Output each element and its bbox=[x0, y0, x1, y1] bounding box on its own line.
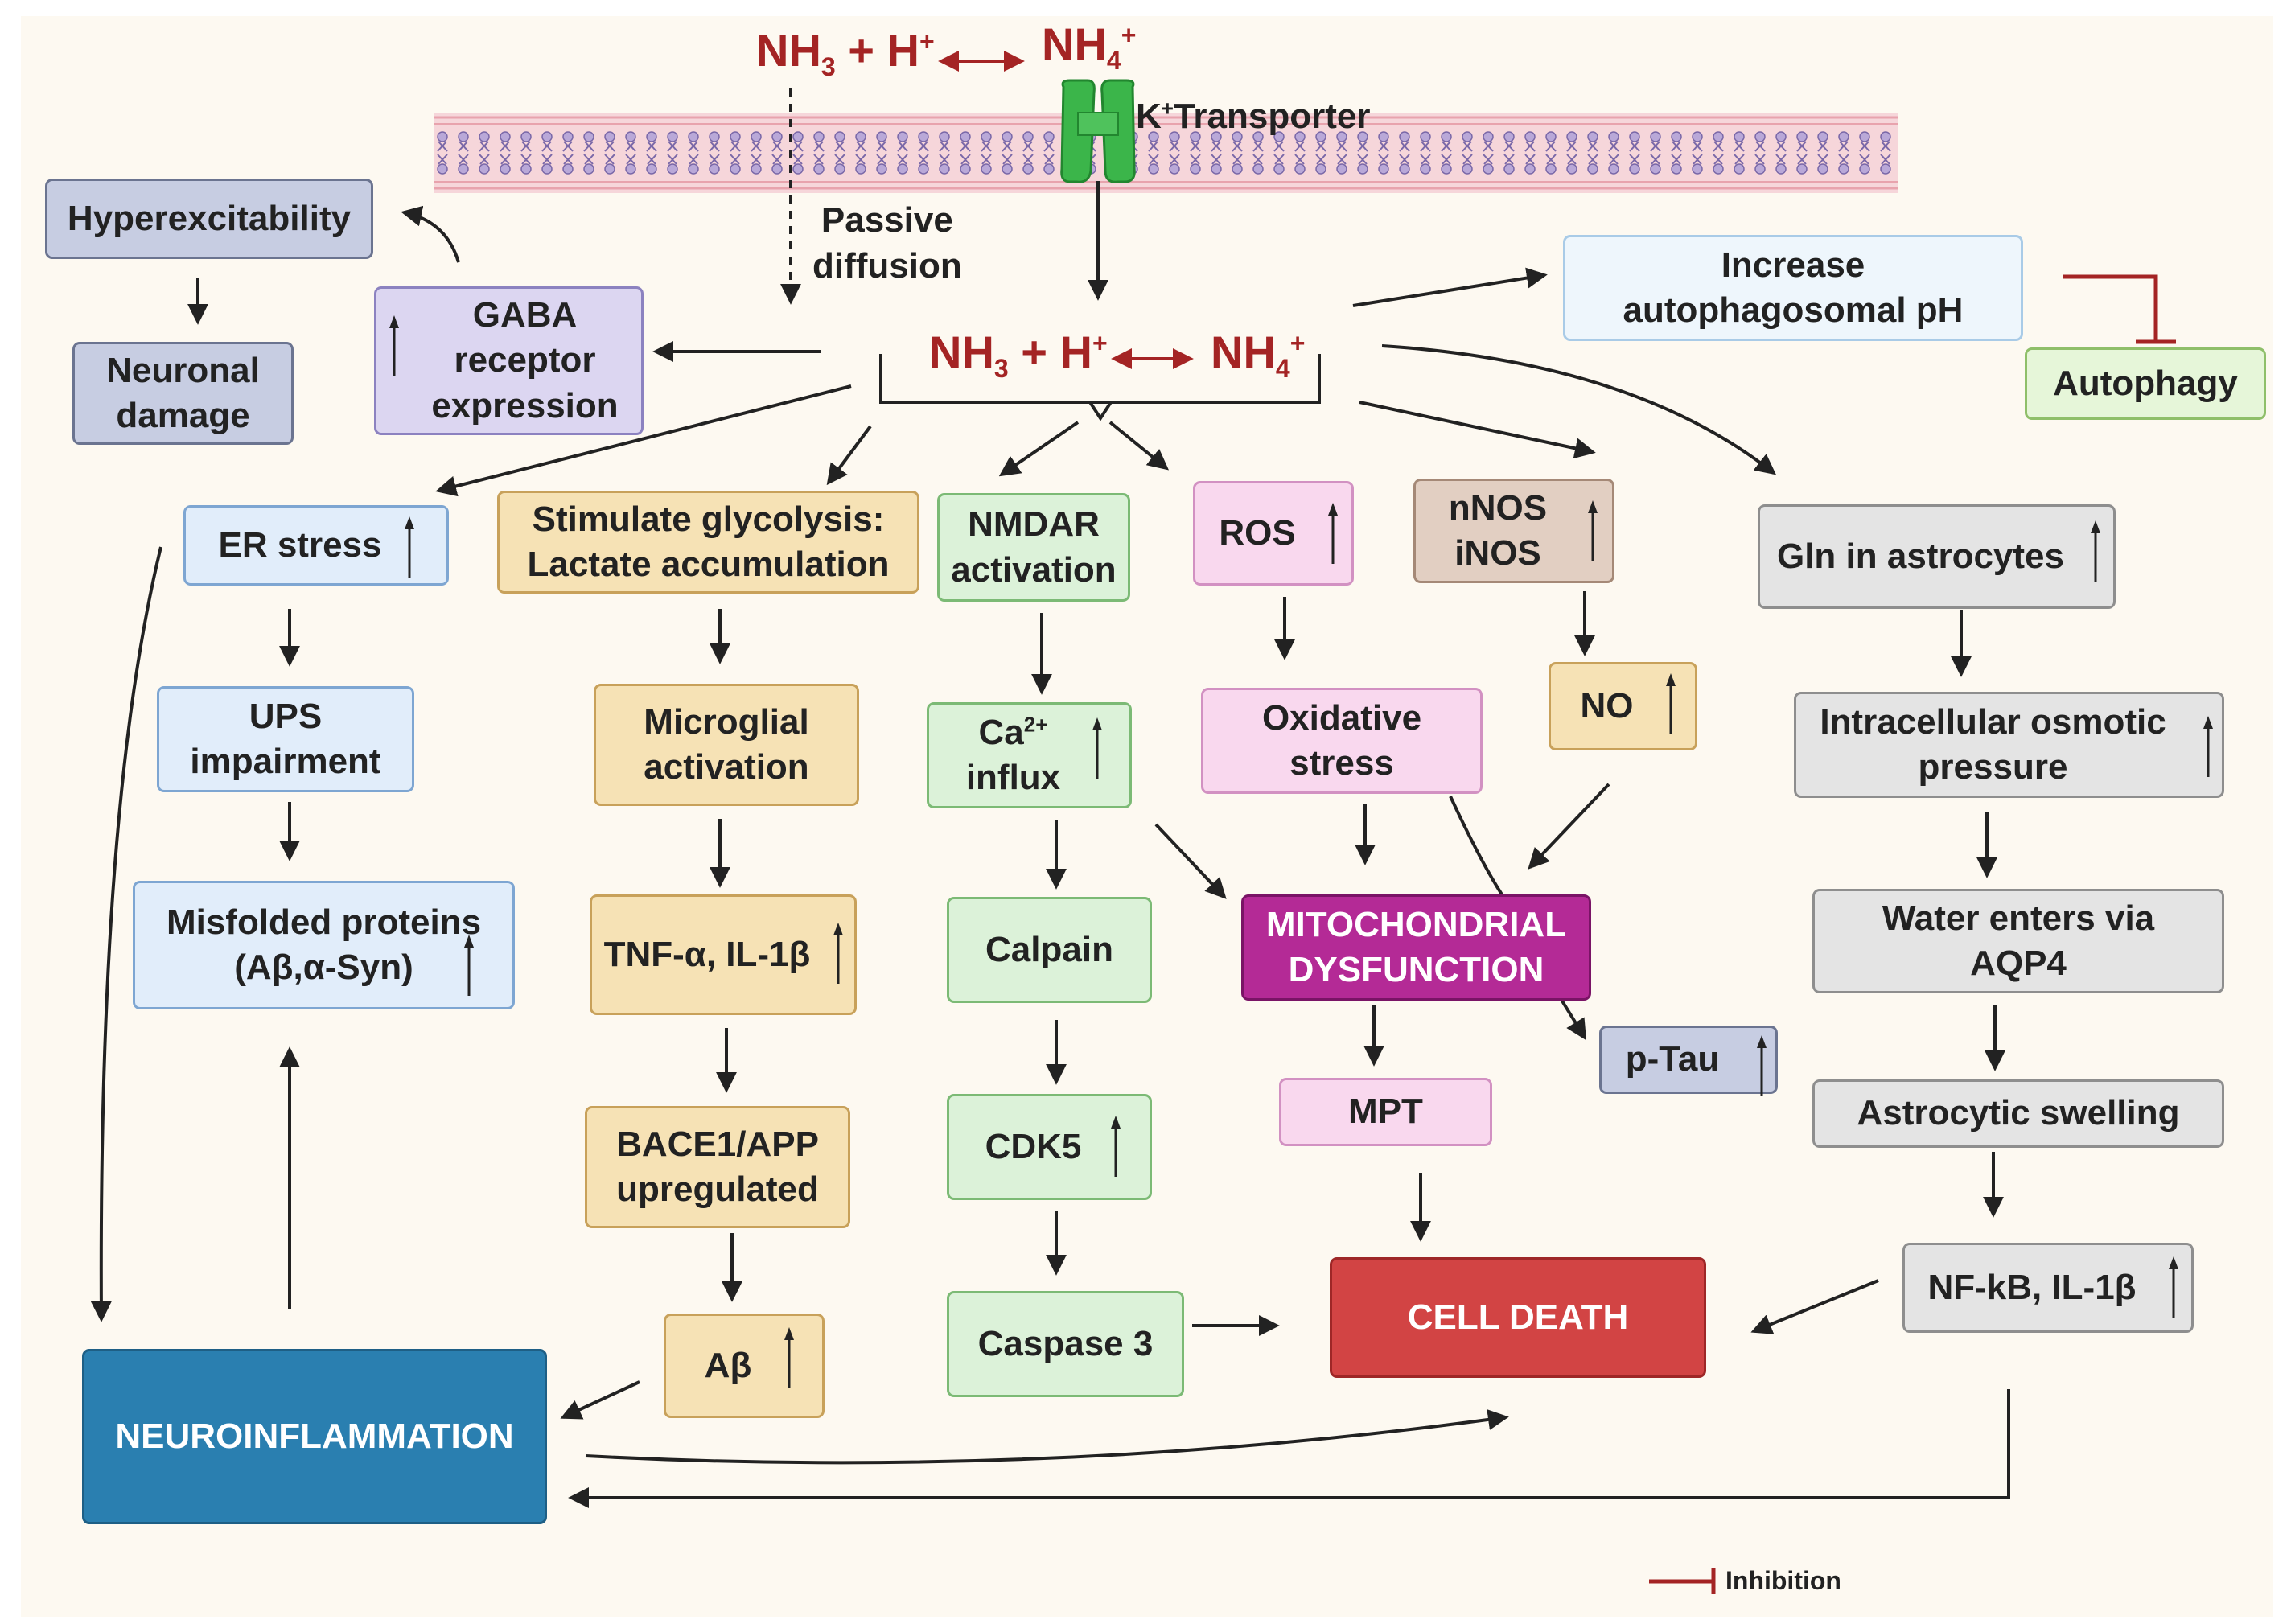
up-arrow-icon bbox=[464, 935, 474, 996]
node-caspase3: Caspase 3 bbox=[947, 1291, 1184, 1397]
node-misfolded: Misfolded proteins (Aβ,α-Syn) bbox=[133, 881, 515, 1009]
node-nfkb: NF-kB, IL-1β bbox=[1902, 1243, 2194, 1333]
node-osmotic-pressure: Intracellular osmotic pressure bbox=[1794, 692, 2224, 798]
node-cdk5: CDK5 bbox=[947, 1094, 1152, 1200]
node-nmdar: NMDAR activation bbox=[937, 493, 1130, 602]
node-tnf: TNF-α, IL-1β bbox=[590, 894, 857, 1015]
node-cell-death: CELL DEATH bbox=[1330, 1257, 1706, 1378]
link-nfkb-neuroinflammation bbox=[568, 1389, 2010, 1508]
node-neuronal-damage: Neuronal damage bbox=[72, 342, 294, 445]
up-arrow-icon bbox=[1111, 1116, 1121, 1177]
node-hyperexcitability: Hyperexcitability bbox=[45, 179, 373, 259]
link-to-er bbox=[435, 384, 852, 497]
link-to-ros bbox=[1108, 421, 1170, 471]
link-to-gln bbox=[1381, 344, 1777, 475]
up-arrow-icon bbox=[1328, 503, 1338, 564]
node-ros: ROS bbox=[1193, 481, 1354, 586]
node-p-tau: p-Tau bbox=[1599, 1026, 1778, 1094]
node-water-aqp4: Water enters via AQP4 bbox=[1812, 889, 2224, 993]
node-autophagy: Autophagy bbox=[2025, 347, 2266, 420]
link-to-nmdar bbox=[998, 421, 1080, 477]
passive-diffusion-label: Passive diffusion bbox=[812, 200, 962, 286]
node-increase-ph: Increase autophagosomal pH bbox=[1563, 235, 2023, 341]
up-arrow-icon bbox=[2203, 716, 2213, 777]
node-mpt: MPT bbox=[1279, 1078, 1492, 1146]
node-nnos-inos: nNOS iNOS bbox=[1413, 479, 1614, 583]
chem-inside-rhs: NH4+ bbox=[1211, 327, 1306, 384]
up-arrow-icon bbox=[1757, 1035, 1767, 1096]
node-ups: UPS impairment bbox=[157, 686, 414, 792]
node-microglial: Microglial activation bbox=[594, 684, 859, 806]
up-arrow-icon bbox=[1092, 717, 1102, 779]
link-to-nnos bbox=[1359, 401, 1596, 459]
link-er-neuroinflammation bbox=[90, 546, 162, 1322]
chem-bracket bbox=[879, 354, 1321, 404]
link-gaba-hyperexcitability bbox=[401, 205, 460, 263]
link-ca-mito bbox=[1154, 823, 1227, 899]
link-neuroinflammation-death bbox=[585, 1409, 1509, 1465]
link-to-glycolysis bbox=[826, 425, 872, 486]
node-calpain: Calpain bbox=[947, 897, 1152, 1003]
legend-inhibition-label: Inhibition bbox=[1725, 1566, 1841, 1595]
node-no: NO bbox=[1549, 662, 1697, 750]
up-arrow-icon bbox=[2169, 1256, 2178, 1318]
node-gln-astrocytes: Gln in astrocytes bbox=[1758, 504, 2116, 609]
node-er-stress: ER stress bbox=[183, 505, 449, 586]
up-arrow-icon bbox=[405, 516, 414, 578]
node-gaba: GABA receptor expression bbox=[374, 286, 644, 435]
chem-outside-rhs: NH4+ bbox=[1042, 19, 1137, 76]
link-oxidative-ptau-line bbox=[1449, 796, 1503, 896]
up-arrow-icon bbox=[1588, 500, 1598, 561]
node-neuroinflammation: NEUROINFLAMMATION bbox=[82, 1349, 547, 1524]
node-bace: BACE1/APP upregulated bbox=[585, 1106, 850, 1228]
link-nfkb-death bbox=[1750, 1279, 1879, 1334]
up-arrow-icon bbox=[833, 923, 843, 984]
up-arrow-icon bbox=[389, 315, 399, 376]
node-glycolysis: Stimulate glycolysis: Lactate accumulati… bbox=[497, 491, 919, 594]
node-mitochondrial-dysfunction: MITOCHONDRIAL DYSFUNCTION bbox=[1241, 894, 1591, 1001]
link-mito-ptau bbox=[1557, 994, 1587, 1041]
chem-outside-lhs: NH3 + H+ bbox=[756, 25, 935, 82]
chem-inside-lhs: NH3 + H+ bbox=[929, 327, 1108, 384]
node-astrocytic-swelling: Astrocytic swelling bbox=[1812, 1079, 2224, 1148]
up-arrow-icon bbox=[2091, 520, 2100, 582]
link-to-increase-ph bbox=[1352, 267, 1548, 307]
inhibition-ph-autophagy bbox=[2063, 274, 2158, 342]
node-oxidative-stress: Oxidative stress bbox=[1201, 688, 1483, 794]
link-abeta-neuroinflammation bbox=[560, 1380, 640, 1420]
k-transporter-channel-icon bbox=[1060, 79, 1136, 183]
up-arrow-icon bbox=[784, 1327, 794, 1388]
up-arrow-icon bbox=[1666, 673, 1676, 734]
cell-membrane bbox=[434, 113, 1898, 193]
link-no-mito bbox=[1528, 783, 1610, 870]
k-transporter-label: K+Transporter bbox=[1136, 96, 1371, 136]
node-abeta: Aβ bbox=[664, 1314, 825, 1418]
